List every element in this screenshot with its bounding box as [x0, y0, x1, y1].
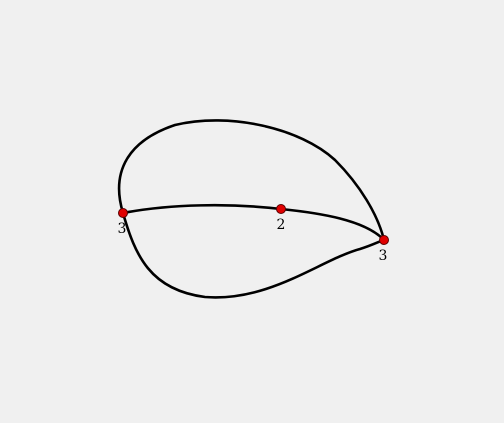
node-left-label: 3	[118, 221, 127, 237]
node-middle-label: 2	[277, 217, 286, 233]
edge-middle-right	[279, 207, 386, 242]
edge-left-middle	[121, 203, 283, 215]
node-right-label: 3	[379, 248, 388, 264]
node-middle[interactable]	[276, 204, 286, 214]
edge-upper-arc	[117, 119, 386, 242]
node-left[interactable]	[118, 208, 128, 218]
node-right[interactable]	[379, 235, 389, 245]
edge-lower-arc	[121, 211, 386, 299]
